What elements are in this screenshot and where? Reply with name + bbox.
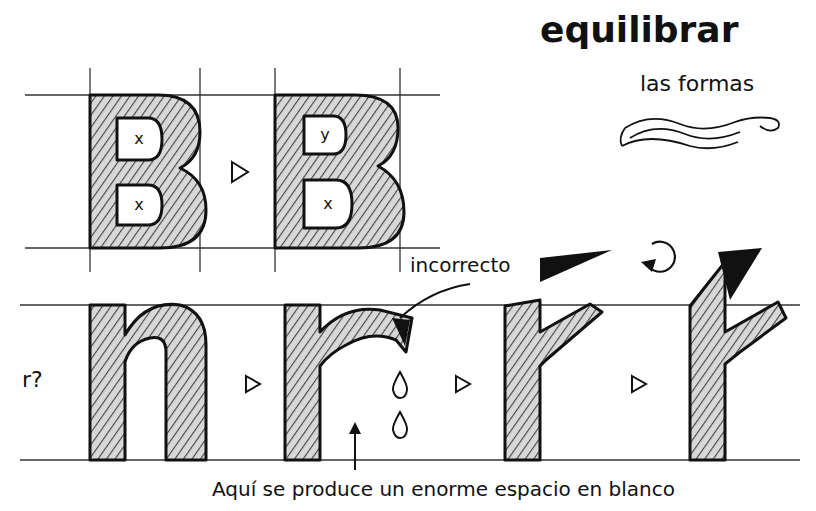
step-triangle <box>232 162 248 182</box>
wedge-shape <box>540 250 612 282</box>
counter-mark: x <box>134 130 143 148</box>
wedge-mark <box>392 318 410 346</box>
guide-line <box>399 68 400 272</box>
step-triangles <box>232 162 646 392</box>
ribbon-line <box>622 139 738 148</box>
guide-line <box>199 68 200 272</box>
ribbon-ornament <box>621 118 779 149</box>
letter-r-better <box>505 300 602 460</box>
letterforms <box>90 95 786 460</box>
letter-b <box>90 95 206 248</box>
counter-mark: y <box>320 126 329 144</box>
leader-line <box>400 284 470 318</box>
callout-label: incorrecto <box>410 254 511 276</box>
guide-line <box>25 94 440 95</box>
letter-n <box>90 304 206 460</box>
letter-r-best <box>690 262 786 460</box>
ribbon-line <box>625 118 770 129</box>
letter-r-wrong <box>285 305 412 460</box>
arrow-head <box>349 422 361 434</box>
step-triangle <box>246 376 260 392</box>
step-triangle <box>632 376 646 392</box>
pointer-arrow <box>354 432 356 470</box>
arrow-head <box>641 259 656 272</box>
caption-note: Aquí se produce un enorme espacio en bla… <box>212 478 675 500</box>
letter-question: r? <box>22 368 43 392</box>
guide-lines <box>20 68 800 460</box>
step-triangle <box>456 376 470 392</box>
guide-line <box>20 304 800 305</box>
guide-line <box>25 247 440 248</box>
counter-mark: x <box>134 196 143 214</box>
ribbon-line <box>760 118 779 131</box>
subtitle: las formas <box>640 72 754 96</box>
ribbon-line <box>621 128 625 146</box>
letter-b <box>275 95 404 248</box>
drop <box>393 372 407 398</box>
rotation-arrow <box>650 242 675 272</box>
wedge-shape <box>718 248 762 300</box>
counter-mark: x <box>323 195 332 213</box>
ribbon-line <box>630 129 740 139</box>
drops <box>393 372 407 438</box>
title: equilibrar <box>540 10 738 50</box>
guide-line <box>20 459 800 460</box>
drop <box>393 412 407 438</box>
